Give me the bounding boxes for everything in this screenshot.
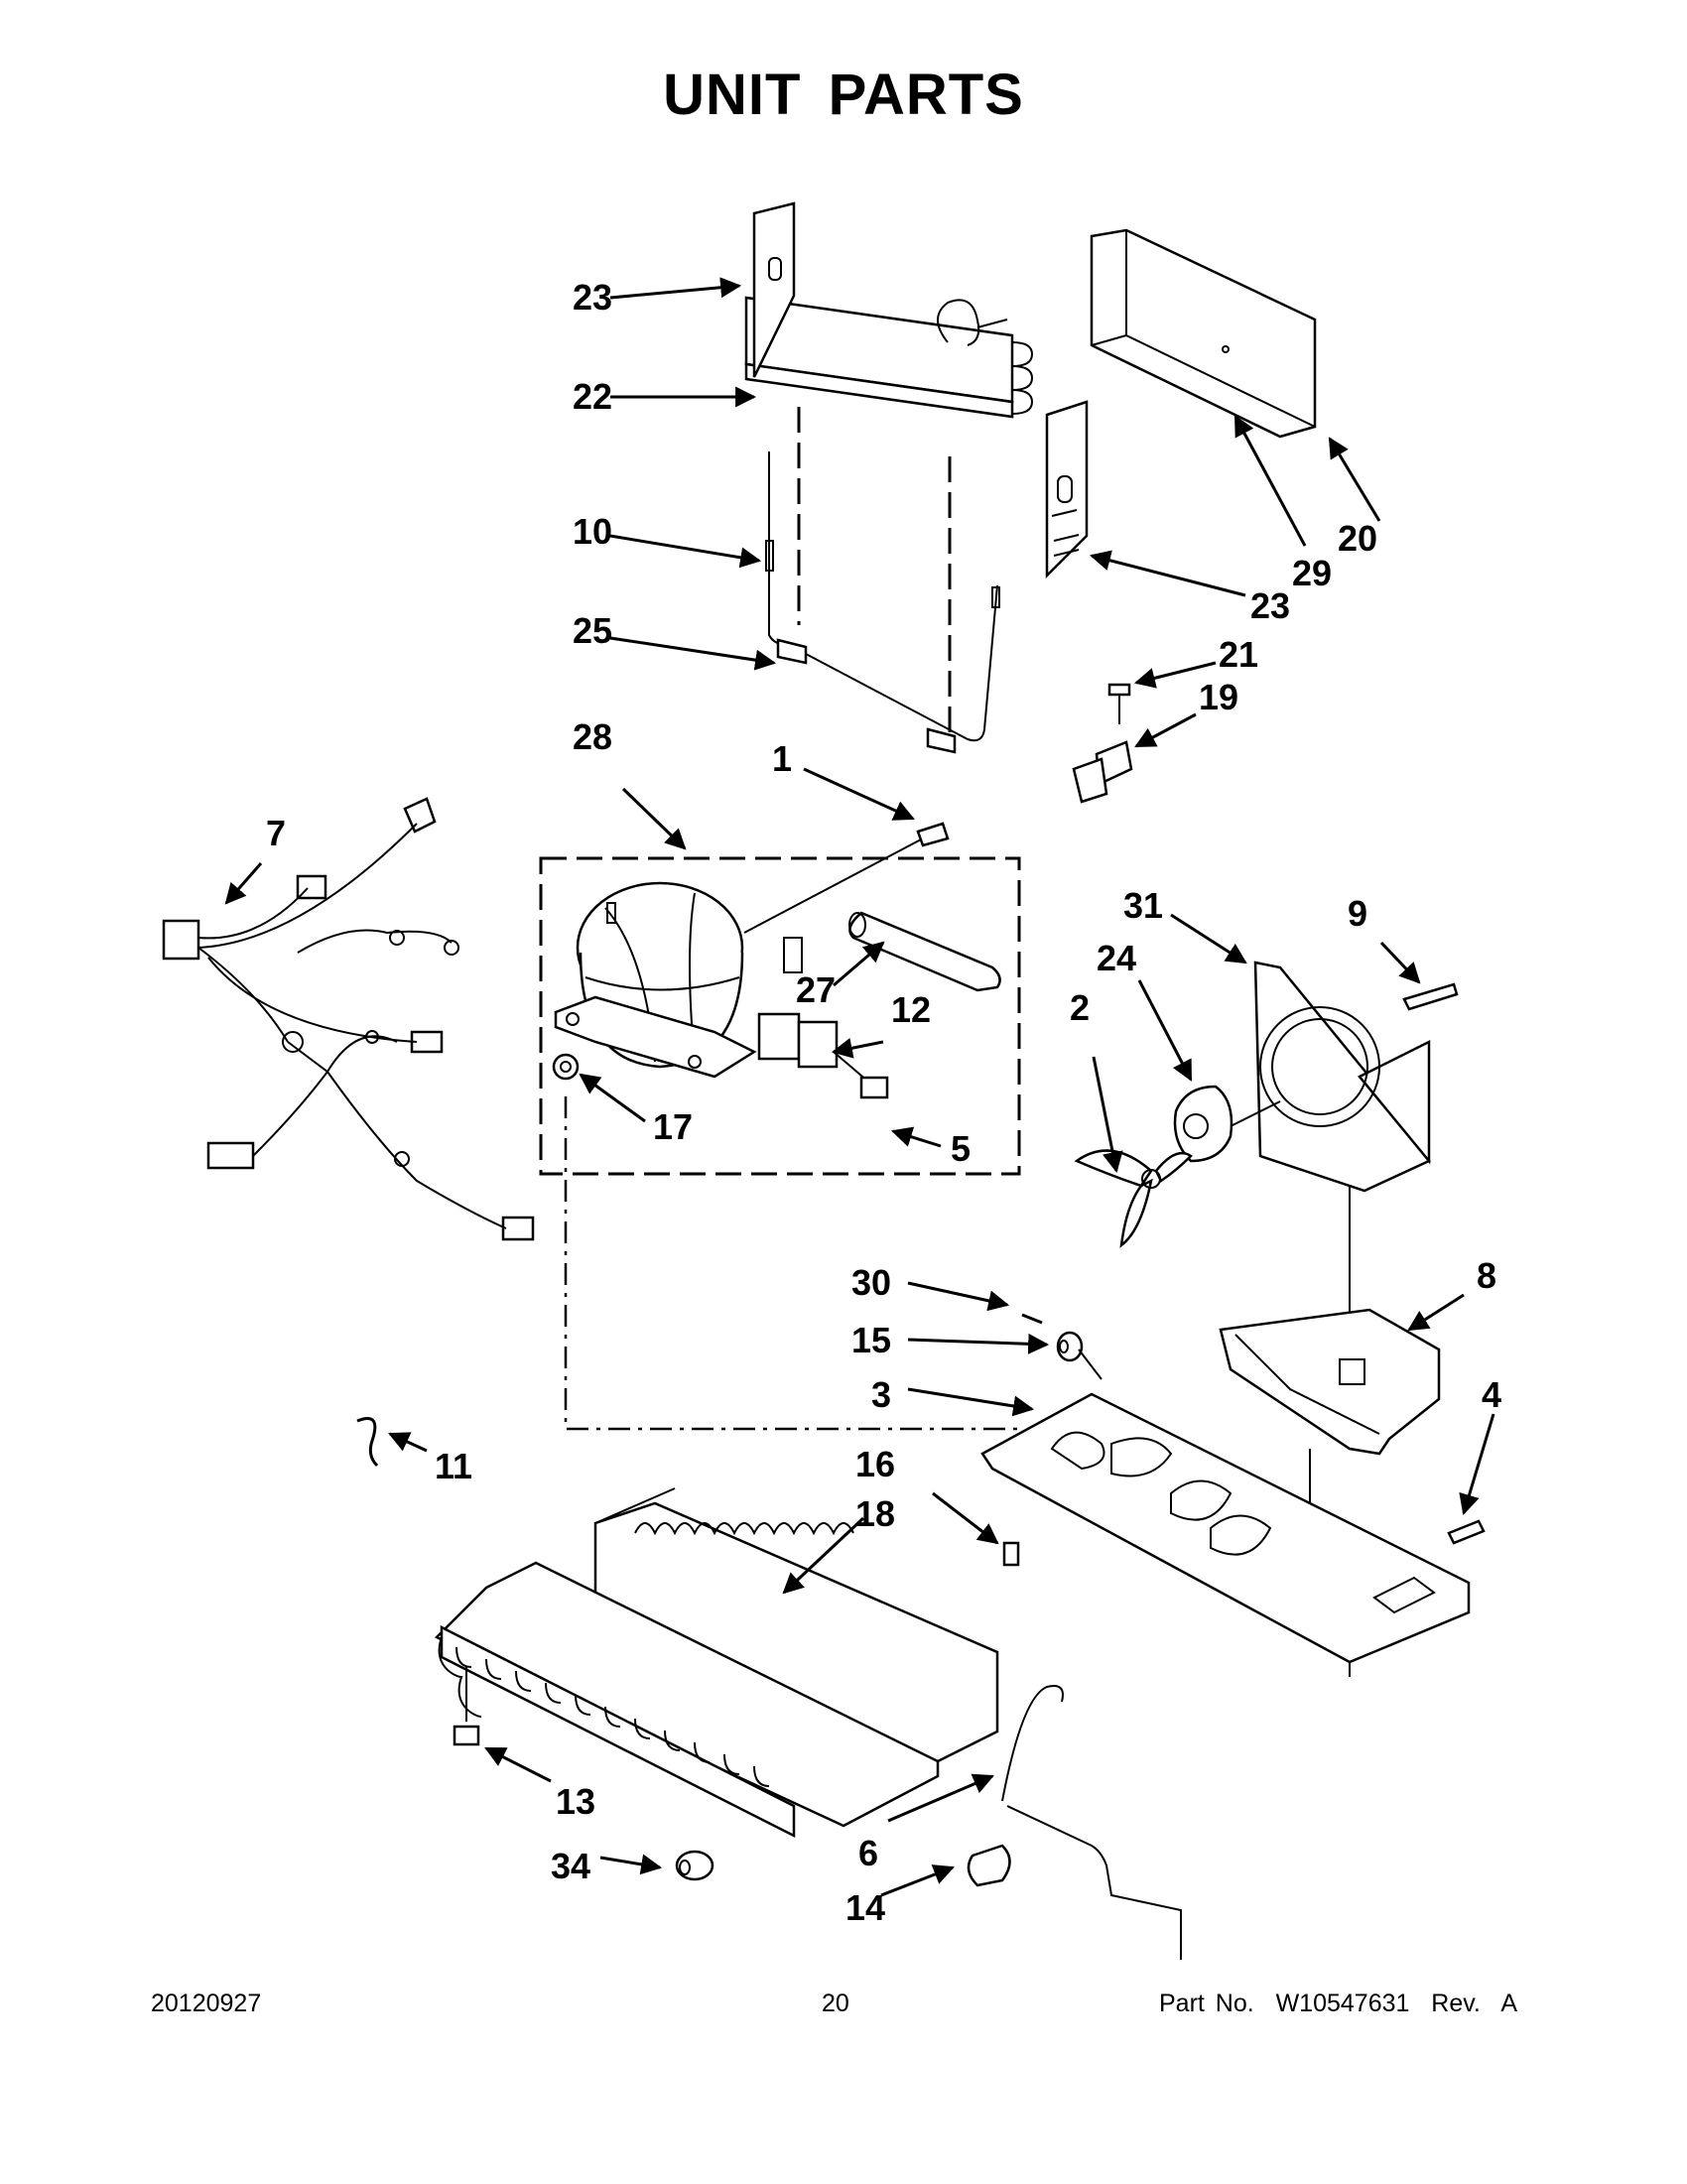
callout-20: 20 [1338, 518, 1377, 559]
clip-30-part [1021, 1313, 1043, 1325]
callout-11: 11 [435, 1446, 472, 1486]
clip-11-part [356, 1417, 379, 1468]
bolt-part [916, 822, 950, 847]
callout-5: 5 [951, 1128, 971, 1169]
page-title: UNIT PARTS [663, 63, 1024, 127]
drain-tube-part [765, 451, 1000, 754]
callout-10: 10 [573, 511, 612, 552]
fan-blade-part [1074, 1149, 1193, 1248]
callout-7: 7 [266, 813, 286, 853]
clip-13-part [453, 1667, 480, 1746]
callout-labels: 23 22 10 25 28 1 7 20 29 23 21 19 31 9 2… [266, 277, 1501, 1928]
fan-motor-part [1173, 1085, 1233, 1163]
callout-29: 29 [1292, 553, 1332, 593]
compressor-part [554, 881, 803, 1079]
screw-9-part [1402, 982, 1459, 1011]
leader-arrows [224, 277, 1495, 1897]
wiring-harness-part [162, 797, 535, 1241]
footer-page-number: 20 [822, 1990, 849, 2017]
grommet-15-part [1056, 1331, 1084, 1362]
condenser-bracket-right-part [1045, 400, 1089, 579]
callout-13: 13 [556, 1781, 595, 1822]
callout-15: 15 [851, 1320, 891, 1360]
callout-6: 6 [858, 1833, 878, 1873]
grommet-part [552, 1053, 580, 1081]
condenser-bracket-left-part [752, 201, 796, 378]
callout-27: 27 [796, 969, 836, 1010]
relay-part [757, 1012, 839, 1069]
callout-30: 30 [851, 1262, 891, 1303]
callout-19: 19 [1199, 677, 1238, 717]
callout-2: 2 [1070, 987, 1090, 1028]
overload-part [859, 1076, 889, 1099]
screw-part [1107, 683, 1131, 724]
callout-16: 16 [855, 1444, 895, 1484]
mounting-bracket-part [1072, 740, 1133, 804]
footer-date: 20120927 [151, 1990, 262, 2017]
callout-28: 28 [573, 716, 612, 757]
callout-23: 23 [1250, 585, 1290, 626]
condenser-part [744, 296, 1034, 419]
fan-bracket-part [1219, 1308, 1441, 1456]
fan-shroud-part [1253, 961, 1431, 1193]
drain-trough-heater-part [1001, 1685, 1182, 1960]
callout-24: 24 [1097, 938, 1136, 978]
filter-drier-part [848, 911, 1001, 992]
callout-1: 1 [772, 738, 792, 779]
evaporator-part [434, 1487, 999, 1839]
callout-34: 34 [551, 1846, 590, 1886]
callout-23: 23 [573, 277, 612, 318]
callout-18: 18 [855, 1493, 895, 1534]
callout-14: 14 [845, 1887, 885, 1928]
callout-3: 3 [871, 1374, 891, 1415]
screw-16-part [1002, 1541, 1020, 1567]
footer-part-number: Part No. W10547631 Rev. A [1159, 1990, 1518, 2017]
callout-17: 17 [653, 1106, 693, 1147]
wire-nut-14-part [967, 1844, 1011, 1887]
connector-34-part [675, 1850, 714, 1881]
callout-4: 4 [1482, 1374, 1501, 1415]
callout-31: 31 [1123, 885, 1163, 926]
callout-25: 25 [573, 610, 612, 651]
callout-21: 21 [1219, 634, 1258, 675]
screw-4-part [1447, 1519, 1486, 1545]
base-plate-part [980, 1392, 1471, 1677]
callout-9: 9 [1348, 893, 1367, 934]
callout-12: 12 [891, 989, 931, 1030]
callout-8: 8 [1477, 1255, 1496, 1296]
callout-22: 22 [573, 376, 612, 417]
cover-part [1090, 228, 1317, 439]
